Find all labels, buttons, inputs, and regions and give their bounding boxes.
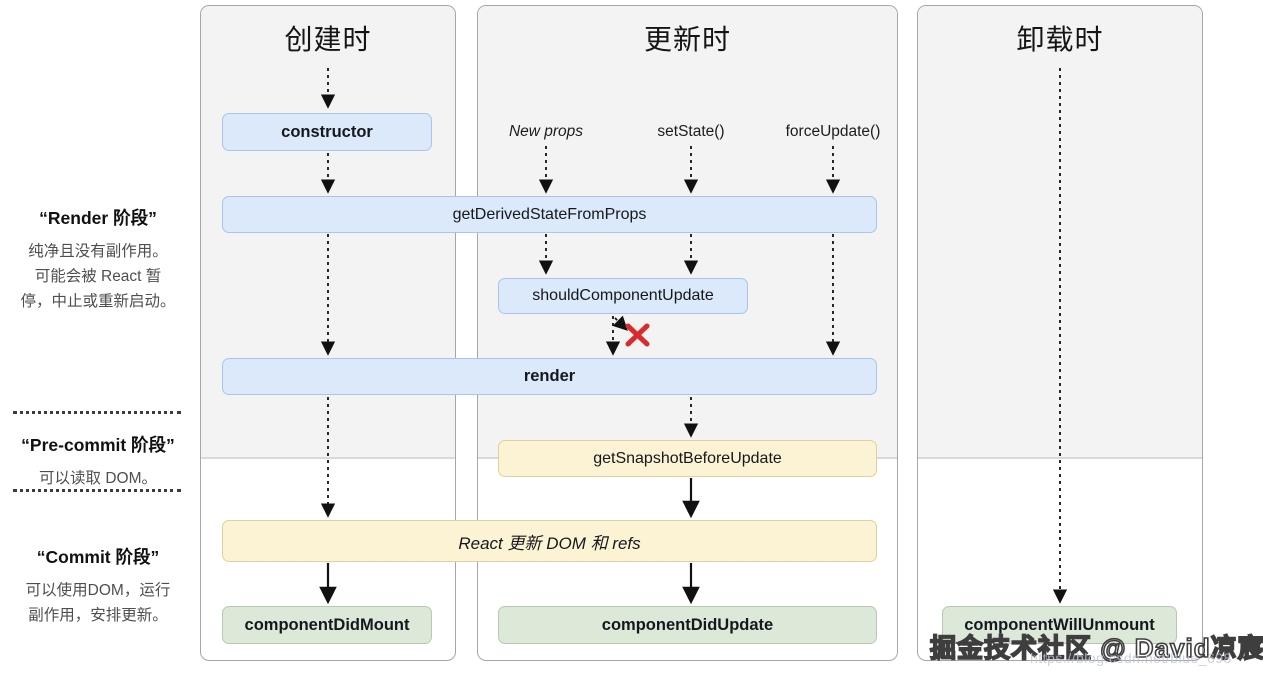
component-did-update-box: componentDidUpdate (498, 606, 877, 644)
pre-commit-phase-title: “Pre-commit 阶段” (21, 435, 175, 455)
pre-commit-phase-desc-line: 可以读取 DOM。 (39, 470, 157, 487)
render-phase-desc-line: 可能会被 React 暂 (34, 268, 162, 285)
watermark-text: 掘金技术社区 @ David凉宸 (929, 632, 1263, 664)
dotted-divider-top (13, 411, 181, 414)
render-phase-zone (918, 6, 1202, 459)
get-snapshot-before-update-box: getSnapshotBeforeUpdate (498, 440, 877, 477)
render-phase-desc-line: 纯净且没有副作用。 (28, 243, 168, 260)
render-phase-desc-line: 停，中止或重新启动。 (20, 293, 176, 310)
constructor-box: constructor (222, 113, 432, 151)
get-derived-state-from-props-box: getDerivedStateFromProps (222, 196, 877, 233)
commit-phase-desc-line: 副作用，安排更新。 (28, 607, 168, 624)
component-did-mount-box: componentDidMount (222, 606, 432, 644)
column-mount-title: 创建时 (284, 24, 372, 55)
should-component-update-box: shouldComponentUpdate (498, 278, 748, 314)
render-phase-title: “Render 阶段” (39, 208, 157, 228)
dotted-divider-bottom (13, 489, 181, 492)
column-mount (200, 5, 456, 661)
commit-phase-title: “Commit 阶段” (36, 547, 160, 567)
column-unmount-title: 卸载时 (1016, 24, 1104, 55)
column-update-title: 更新时 (643, 24, 731, 55)
render-box: render (222, 358, 877, 395)
commit-phase-desc-line: 可以使用DOM，运行 (25, 582, 171, 599)
watermark-url: https://blog.csdn.net/blue_698 (1030, 650, 1232, 666)
commit-phase-label: “Commit 阶段” 可以使用DOM，运行 副作用，安排更新。 (0, 544, 196, 628)
column-update (477, 5, 898, 661)
column-unmount (917, 5, 1203, 661)
setstate-label: setState() (657, 123, 725, 140)
forceupdate-label: forceUpdate() (785, 123, 881, 140)
new-props-label: New props (508, 123, 584, 140)
react-updates-dom-box: React 更新 DOM 和 refs (222, 520, 877, 562)
component-will-unmount-box: componentWillUnmount (942, 606, 1177, 644)
render-phase-label: “Render 阶段” 纯净且没有副作用。 可能会被 React 暂 停，中止或… (0, 205, 196, 314)
pre-commit-phase-label: “Pre-commit 阶段” 可以读取 DOM。 (0, 432, 196, 491)
